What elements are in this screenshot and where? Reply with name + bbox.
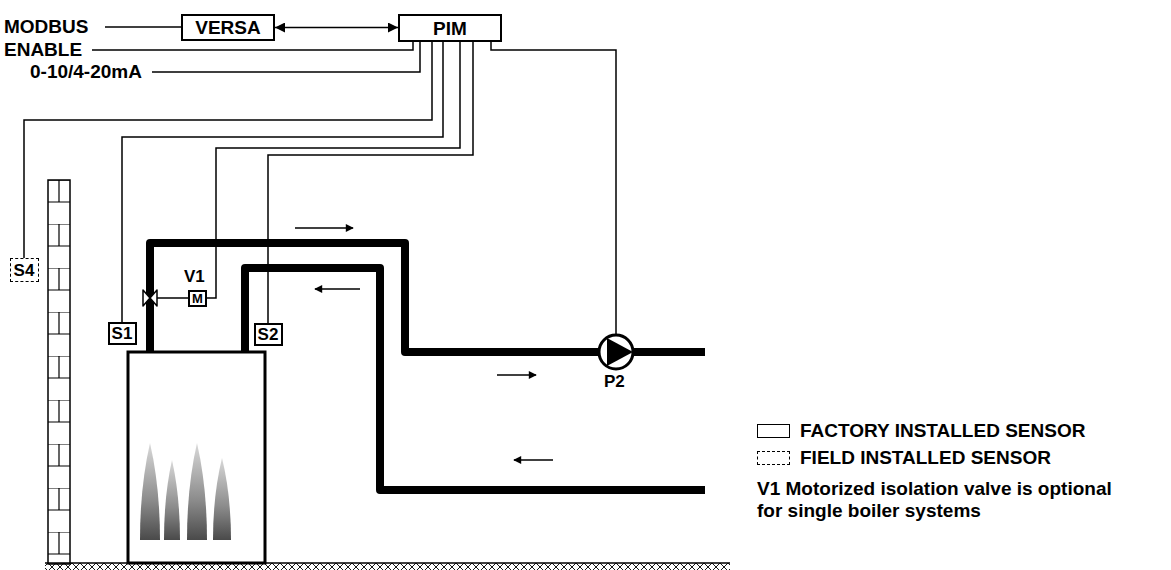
legend-sample — [757, 424, 790, 438]
signal-name: MODBUS — [4, 16, 88, 38]
enable-wire — [92, 42, 413, 50]
legend-text: FIELD INSTALLED SENSOR — [800, 447, 1051, 469]
part-name: V1 — [184, 267, 205, 287]
flow-arrow — [295, 227, 353, 229]
interface-module-box: PIM — [398, 14, 502, 42]
flame — [164, 460, 180, 540]
valve-stem — [157, 297, 190, 299]
boiler-body — [128, 352, 265, 563]
sensor-box: S4 — [10, 258, 39, 282]
modbus-wire — [105, 26, 181, 28]
note-text: V1 Motorized isolation valve is optional… — [757, 478, 1132, 522]
pump-wire — [491, 42, 616, 334]
actuator-box: M — [188, 290, 207, 307]
flame — [140, 443, 160, 540]
flow-arrow — [514, 459, 553, 461]
signal-wire — [207, 42, 460, 298]
controller-box: VERSA — [181, 14, 275, 41]
signal-wire — [24, 42, 432, 258]
flow-arrow — [315, 288, 360, 290]
sensor-box: S2 — [254, 323, 283, 346]
box-text: VERSA — [195, 18, 260, 37]
brick-wall — [48, 180, 70, 564]
pump-triangle — [607, 338, 633, 366]
box-text: PIM — [433, 19, 467, 38]
signal-name: 0-10/4-20mA — [30, 61, 142, 83]
flame — [213, 458, 231, 540]
signal-name: ENABLE — [4, 39, 82, 61]
legend-sample — [757, 451, 790, 465]
comm-arrow — [275, 27, 398, 29]
legend-row: FIELD INSTALLED SENSOR — [757, 447, 1051, 469]
legend-row: FACTORY INSTALLED SENSOR — [757, 420, 1085, 442]
signal-wire — [122, 42, 443, 322]
flow-arrow — [497, 374, 536, 376]
sensor-box: S1 — [108, 322, 137, 345]
return-pipe — [245, 268, 705, 490]
signal-wire — [268, 42, 473, 323]
pump-symbol — [599, 335, 633, 369]
valve-symbol — [143, 290, 157, 306]
box-text: S4 — [14, 262, 35, 279]
analog-wire — [152, 42, 420, 72]
box-text: S1 — [112, 325, 133, 342]
box-text: S2 — [258, 326, 279, 343]
part-name: P2 — [604, 372, 625, 392]
legend-text: FACTORY INSTALLED SENSOR — [800, 420, 1085, 442]
flame — [187, 443, 207, 540]
box-text: M — [192, 292, 203, 305]
